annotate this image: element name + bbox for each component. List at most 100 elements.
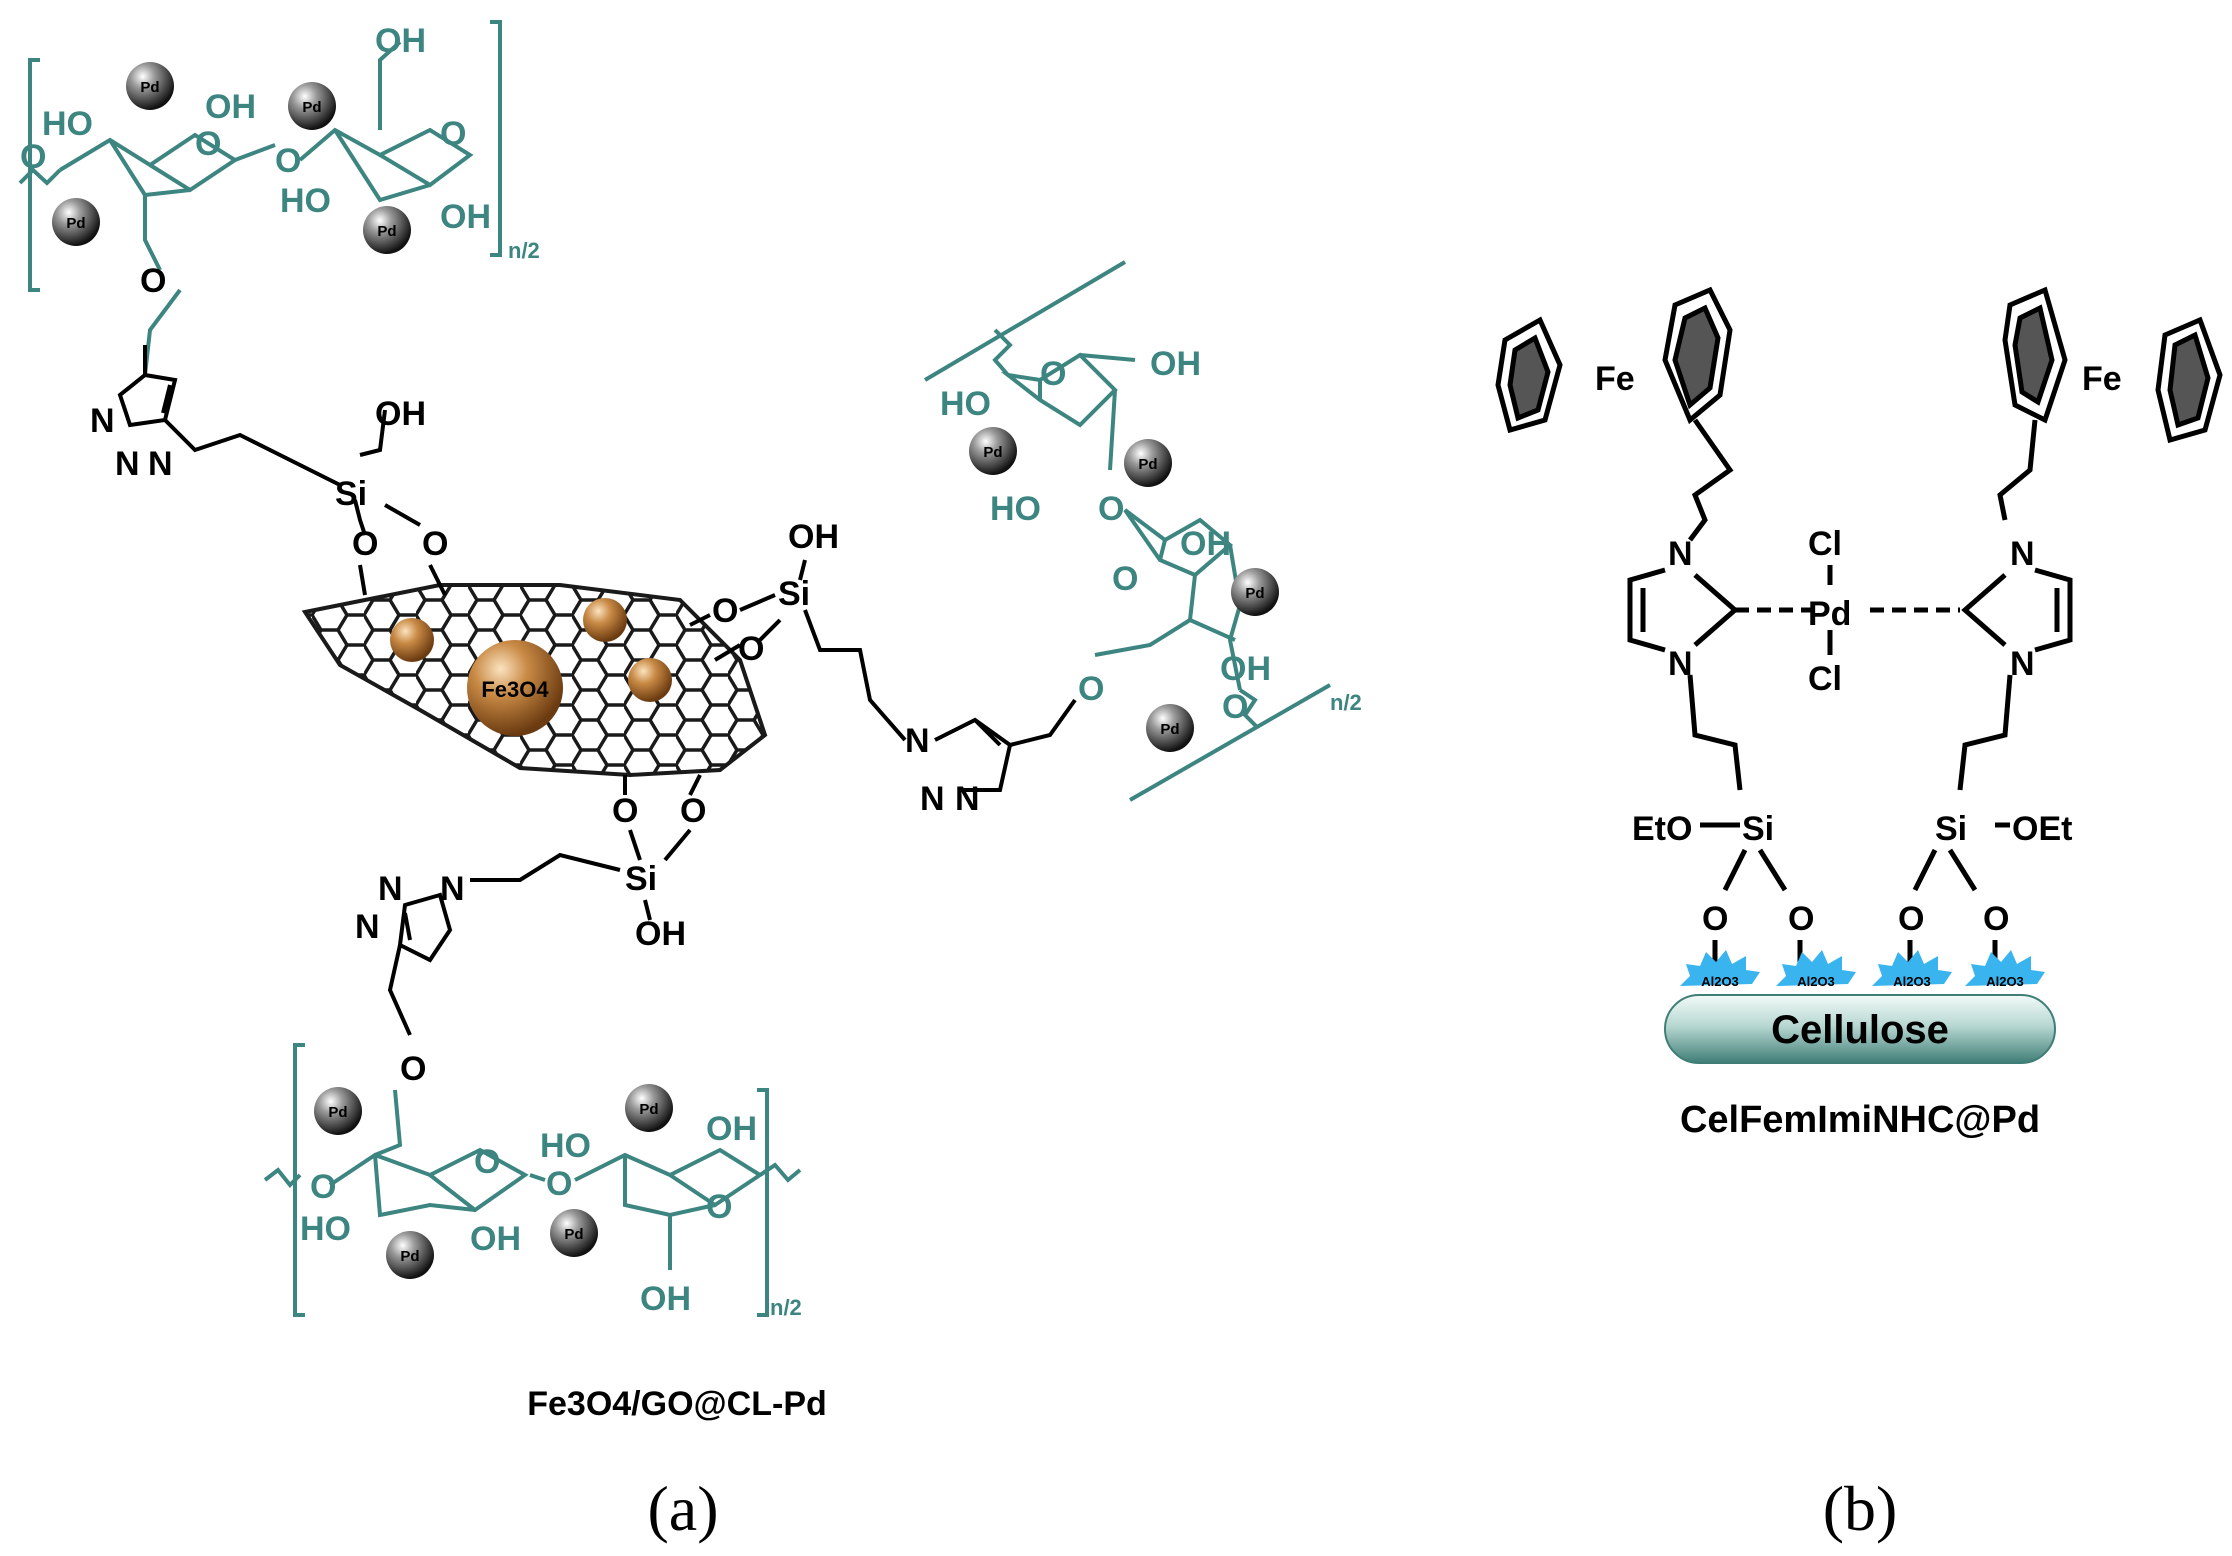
cellulose-support-icon: Cellulose: [1664, 994, 2056, 1064]
cellulose-right: [923, 260, 1331, 802]
linker-top: [117, 345, 447, 596]
svg-text:N: N: [1668, 535, 1693, 573]
svg-text:O: O: [1112, 560, 1138, 598]
fe3o4-nanoparticle-icon: Fe3O4: [390, 598, 672, 736]
svg-text:N: N: [1668, 645, 1693, 683]
cellulose-bottom-labels: O HO OH O O HO OH O OH n/2: [300, 1110, 802, 1320]
svg-text:N: N: [2010, 645, 2035, 683]
svg-text:N: N: [905, 722, 930, 760]
svg-text:Pd: Pd: [564, 1226, 583, 1243]
svg-text:O: O: [612, 792, 638, 830]
svg-text:Si: Si: [1935, 810, 1967, 848]
svg-text:Si: Si: [778, 575, 810, 613]
svg-text:HO: HO: [940, 385, 991, 423]
linker-right: [689, 559, 1077, 792]
ferrocene-icon: [1997, 286, 2223, 521]
svg-text:OH: OH: [1220, 650, 1271, 688]
svg-text:N: N: [378, 870, 403, 908]
compound-name-b: CelFemImiNHC@Pd: [1680, 1099, 2040, 1141]
linker-bottom: [387, 774, 702, 1036]
svg-text:Al2O3: Al2O3: [1797, 974, 1835, 989]
svg-text:Pd: Pd: [66, 215, 85, 232]
support-label: Cellulose: [1771, 1008, 1949, 1052]
svg-text:OH: OH: [1180, 525, 1231, 563]
fe3o4-label: Fe3O4: [481, 677, 549, 702]
svg-text:N: N: [90, 402, 115, 440]
svg-text:O: O: [422, 525, 448, 563]
svg-text:HO: HO: [990, 490, 1041, 528]
svg-text:N: N: [920, 780, 945, 818]
svg-text:Pd: Pd: [302, 99, 321, 116]
cellulose-top-labels: HO O OH O O HO O OH OH n/2 O: [20, 22, 540, 300]
svg-text:O: O: [400, 1050, 426, 1088]
svg-text:O: O: [1078, 670, 1104, 708]
svg-text:N: N: [440, 870, 465, 908]
svg-text:O: O: [140, 262, 166, 300]
svg-text:Pd: Pd: [639, 1101, 658, 1118]
svg-text:HO: HO: [280, 182, 331, 220]
svg-text:O: O: [1702, 900, 1728, 938]
svg-text:N: N: [148, 445, 173, 483]
svg-text:HO: HO: [300, 1210, 351, 1248]
svg-text:Si: Si: [1742, 810, 1774, 848]
svg-text:Pd: Pd: [1808, 595, 1851, 633]
svg-text:OH: OH: [440, 198, 491, 236]
svg-text:Pd: Pd: [328, 1104, 347, 1121]
svg-text:Al2O3: Al2O3: [1986, 974, 2024, 989]
svg-text:Pd: Pd: [1160, 721, 1179, 738]
svg-text:Pd: Pd: [377, 223, 396, 240]
panel-b: Fe Fe: [1495, 286, 2223, 1544]
svg-text:Si: Si: [625, 860, 657, 898]
svg-text:HO: HO: [540, 1127, 591, 1165]
svg-text:Pd: Pd: [1245, 585, 1264, 602]
svg-text:O: O: [546, 1165, 572, 1203]
svg-text:O: O: [680, 792, 706, 830]
svg-text:O: O: [1983, 900, 2009, 938]
svg-text:OH: OH: [205, 88, 256, 126]
svg-text:O: O: [352, 525, 378, 563]
svg-text:OH: OH: [640, 1280, 691, 1318]
svg-text:O: O: [195, 125, 221, 163]
svg-text:HO: HO: [42, 105, 93, 143]
svg-text:OH: OH: [635, 915, 686, 953]
svg-text:Pd: Pd: [140, 79, 159, 96]
svg-text:O: O: [738, 630, 764, 668]
cellulose-top: [18, 20, 502, 376]
svg-text:O: O: [1040, 355, 1066, 393]
svg-text:Pd: Pd: [983, 444, 1002, 461]
svg-text:O: O: [1788, 900, 1814, 938]
svg-text:O: O: [20, 138, 46, 176]
svg-text:O: O: [1098, 490, 1124, 528]
svg-text:n/2: n/2: [508, 238, 540, 263]
svg-text:O: O: [1222, 688, 1248, 726]
svg-text:Al2O3: Al2O3: [1701, 974, 1739, 989]
svg-text:n/2: n/2: [770, 1295, 802, 1320]
svg-text:O: O: [440, 115, 466, 153]
svg-text:O: O: [310, 1168, 336, 1206]
svg-text:OH: OH: [375, 395, 426, 433]
panel-a: Fe3O4 HO O OH O O HO O OH OH n: [18, 20, 1362, 1544]
fe-right-label: Fe: [2082, 360, 2122, 398]
svg-text:Al2O3: Al2O3: [1893, 974, 1931, 989]
linker-top-labels: N N N OH Si O O: [90, 395, 448, 563]
svg-text:O: O: [474, 1143, 500, 1181]
pd-nanoparticle-icon: Pd Pd Pd Pd Pd Pd Pd Pd Pd Pd Pd Pd: [52, 62, 1279, 1279]
linker-bottom-labels: O O Si OH N N N O: [355, 792, 706, 1088]
cellulose-right-labels: HO O OH HO O OH O OH O n/2: [940, 345, 1362, 726]
svg-text:N: N: [115, 445, 140, 483]
svg-text:OH: OH: [706, 1110, 757, 1148]
svg-text:OH: OH: [788, 518, 839, 556]
svg-text:Cl: Cl: [1808, 525, 1842, 563]
svg-text:O: O: [706, 1188, 732, 1226]
caption-a: (a): [647, 1473, 718, 1544]
ferrocene-icon: [1495, 286, 1734, 542]
caption-b: (b): [1823, 1473, 1898, 1544]
svg-text:EtO: EtO: [1632, 810, 1692, 848]
svg-text:OH: OH: [470, 1220, 521, 1258]
compound-name-a: Fe3O4/GO@CL-Pd: [527, 1385, 827, 1423]
svg-text:OEt: OEt: [2012, 810, 2072, 848]
svg-text:N: N: [355, 908, 380, 946]
linker-right-labels: O O Si OH N N N O: [712, 518, 1104, 818]
svg-text:OH: OH: [375, 22, 426, 60]
